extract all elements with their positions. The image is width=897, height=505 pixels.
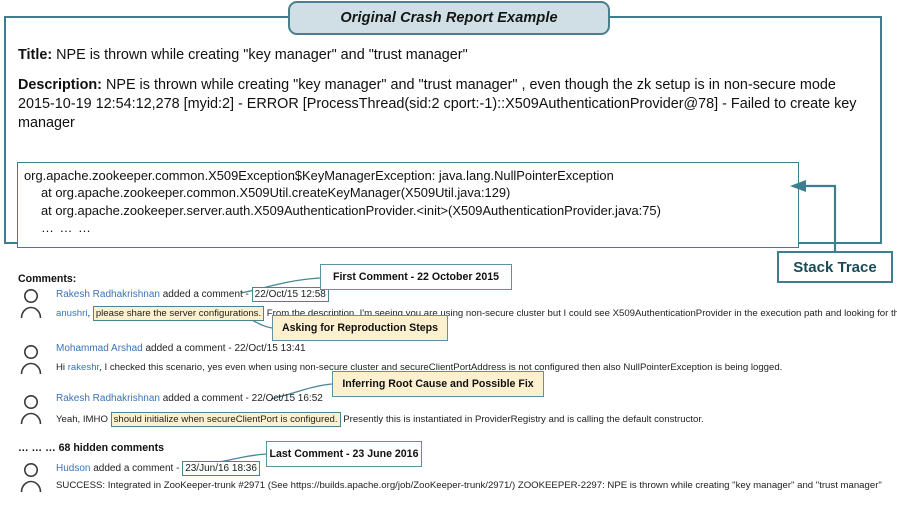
report-panel-body: Title: NPE is thrown while creating "key… [6, 18, 880, 242]
comments-section: Comments: … … … 68 hidden comments Rakes… [0, 258, 897, 505]
comment-mention[interactable]: rakeshr [67, 362, 100, 373]
comment-author[interactable]: Hudson [56, 463, 91, 474]
annotation-root-cause: Inferring Root Cause and Possible Fix [332, 371, 544, 397]
report-title-label: Title: [18, 47, 53, 63]
hidden-comments-note: … … … 68 hidden comments [18, 442, 164, 454]
comment-meta: Rakesh Radhakrishnan added a comment - 2… [56, 393, 323, 404]
comment-highlight-chip: should initialize when secureClientPort … [110, 412, 341, 427]
comment-body-pre-mention: Hi [56, 362, 68, 373]
report-title-text: NPE is thrown while creating "key manage… [52, 47, 468, 63]
comment-timestamp: 22/Oct/15 12:58 [251, 287, 329, 302]
comment-body-post: SUCCESS: Integrated in ZooKeeper-trunk #… [56, 480, 882, 491]
annotation-repro-steps: Asking for Reproduction Steps [272, 315, 448, 341]
comment-body: anushri, please share the server configu… [56, 306, 897, 321]
stack-trace-line: org.apache.zookeeper.common.X509Exceptio… [24, 168, 614, 183]
comment-body-pre-mention: Yeah, IMHO [56, 414, 111, 425]
stack-trace-box: org.apache.zookeeper.common.X509Exceptio… [17, 162, 799, 248]
comment-meta: Hudson added a comment - 23/Jun/16 18:36 [56, 461, 260, 476]
avatar-icon [20, 345, 42, 374]
comment-mention[interactable]: anushri [56, 308, 88, 319]
report-title-line: Title: NPE is thrown while creating "key… [18, 46, 868, 65]
comment-body-pre-chip: , [87, 308, 93, 319]
stack-trace-label: Stack Trace [777, 251, 893, 283]
stack-trace-line: at org.apache.zookeeper.common.X509Util.… [41, 185, 511, 201]
comment-highlight-chip: please share the server configurations. [92, 306, 265, 321]
comment-timestamp: 23/Jun/16 18:36 [182, 461, 260, 476]
annotation-last-comment: Last Comment - 23 June 2016 [266, 441, 422, 467]
comment-body-post: From the description, I'm seeing you are… [264, 308, 897, 319]
comment-meta-mid: added a comment - [159, 289, 252, 300]
comment-author[interactable]: Rakesh Radhakrishnan [56, 289, 160, 300]
stack-trace-ellipsis: … … … [41, 219, 92, 235]
stack-trace-line: at org.apache.zookeeper.server.auth.X509… [41, 202, 661, 218]
comment-author[interactable]: Rakesh Radhakrishnan [56, 393, 160, 404]
comment-body: SUCCESS: Integrated in ZooKeeper-trunk #… [56, 480, 882, 491]
annotation-first-comment: First Comment - 22 October 2015 [320, 264, 512, 290]
avatar-icon [20, 463, 42, 492]
comment-author[interactable]: Mohammad Arshad [56, 343, 143, 354]
original-crash-report-panel: Title: NPE is thrown while creating "key… [4, 16, 882, 248]
report-description-label: Description: [18, 77, 102, 93]
report-description-line: Description: NPE is thrown while creatin… [18, 76, 868, 95]
comment-meta: Mohammad Arshad added a comment - 22/Oct… [56, 343, 306, 354]
comment-meta-mid: added a comment - [159, 393, 252, 404]
comment-body-post: Presently this is instantiated in Provid… [340, 414, 704, 425]
report-log-line: 2015-10-19 12:54:12,278 [myid:2] - ERROR… [18, 96, 857, 131]
comment-body-post: , I checked this scenario, yes even when… [99, 362, 783, 373]
comment-body: Yeah, IMHO should initialize when secure… [56, 412, 704, 427]
report-description-text: NPE is thrown while creating "key manage… [101, 77, 836, 93]
panel-title-badge: Original Crash Report Example [288, 1, 610, 35]
comment-meta: Rakesh Radhakrishnan added a comment - 2… [56, 287, 329, 302]
comment-timestamp: 22/Oct/15 13:41 [234, 343, 306, 354]
avatar-icon [20, 289, 42, 318]
comment-meta-mid: added a comment - [142, 343, 235, 354]
comment-meta-mid: added a comment - [90, 463, 183, 474]
comment-body: Hi rakeshr, I checked this scenario, yes… [56, 362, 782, 373]
avatar-icon [20, 395, 42, 424]
comment-timestamp: 22/Oct/15 16:52 [251, 393, 323, 404]
comments-heading: Comments: [18, 273, 77, 285]
